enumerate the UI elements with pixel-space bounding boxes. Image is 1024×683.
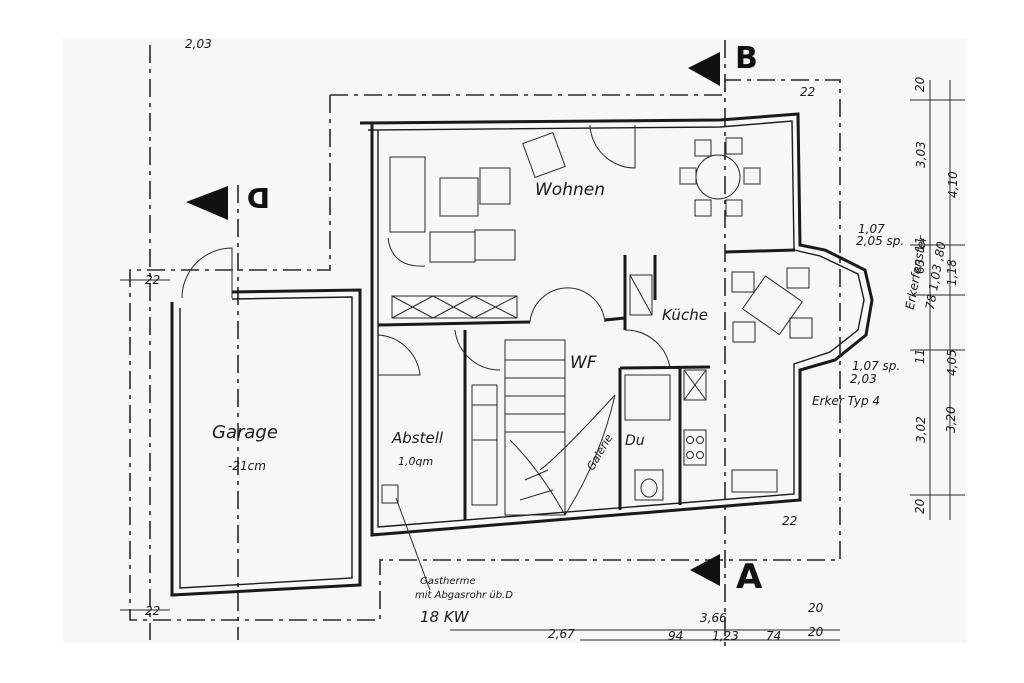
dim-right-9: 3,20 (944, 406, 958, 433)
doors (377, 124, 671, 376)
interior-walls (377, 248, 796, 520)
section-marker-b (688, 52, 720, 86)
dim-corner-22-tr: 22 (800, 85, 815, 99)
room-label-garage: Garage (212, 422, 278, 443)
dim-bottom-2a: 2,67 (548, 627, 575, 641)
gastherme-label: Gastherme (420, 576, 476, 587)
room-label-kueche: Küche (662, 306, 708, 324)
window-top-width: 1,07 (858, 222, 885, 236)
erker-label: Erker Typ 4 (812, 394, 880, 408)
dim-right-1: 3,03 (914, 141, 928, 168)
section-marker-a (690, 554, 720, 586)
window-top-height: 2,05 sp. (856, 234, 904, 248)
erker-table (731, 267, 813, 343)
dim-right-6: 11 (913, 349, 927, 364)
gastherme-power: 18 KW (420, 608, 470, 626)
dim-bottom-2d: 74 (766, 629, 781, 643)
dim-top-left: 2,03 (185, 37, 212, 51)
dim-right-7: 4,05 (945, 349, 959, 376)
dim-right-0: 20 (913, 76, 927, 92)
section-label-b: B (735, 41, 758, 76)
room-label-abstell: Abstell (391, 429, 444, 447)
room-label-wohnen: Wohnen (535, 180, 605, 200)
dim-right-3: 11 (913, 237, 927, 252)
dim-right-8: 3,02 (914, 416, 928, 443)
room-level-garage: -21cm (228, 459, 266, 473)
dim-corner-22-br: 22 (782, 514, 797, 528)
window-bottom-width: 1,07 sp. (852, 359, 900, 373)
room-label-wf: WF (570, 353, 597, 373)
dim-right-4: 63 (913, 259, 927, 274)
living-furniture (387, 131, 566, 319)
gastherme-note: mit Abgasrohr üb.D (415, 590, 513, 601)
dim-bottom-1a: 3,66 (700, 611, 727, 625)
dimension-lines (120, 80, 965, 641)
dim-bottom-2b: 94 (668, 629, 683, 643)
section-label-d: D (247, 181, 270, 214)
dining-table (679, 137, 761, 217)
dim-bottom-1b: 20 (808, 601, 824, 615)
dim-right-2: 4,10 (946, 171, 960, 198)
dim-corner-22-tl: 22 (145, 273, 160, 287)
room-label-du: Du (625, 433, 645, 449)
dim-bottom-2c: 1,23 (712, 629, 739, 643)
dim-right-5: 1,18 (945, 259, 959, 286)
window-bottom-height: 2,03 (850, 372, 877, 386)
dim-bottom-2e: 20 (808, 625, 824, 639)
dim-corner-22-bl: 22 (145, 604, 160, 618)
kitchen-fixtures (381, 274, 778, 591)
room-area-abstell: 1,0qm (398, 455, 433, 468)
outer-walls (359, 112, 874, 537)
dashed-outline (129, 40, 841, 650)
section-label-a: A (736, 557, 763, 597)
garage-walls (170, 247, 362, 597)
section-marker-d (186, 186, 228, 220)
staircase (504, 339, 616, 516)
dim-right-10: 20 (913, 498, 927, 514)
